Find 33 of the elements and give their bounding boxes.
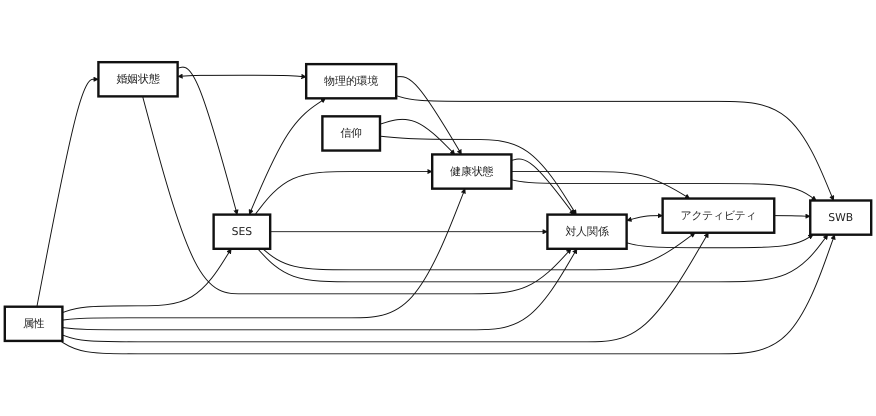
arrow xyxy=(62,232,709,342)
arrow xyxy=(36,76,99,308)
arrow xyxy=(510,158,574,215)
arrow xyxy=(626,234,814,248)
node-box: 婚姻状態 xyxy=(97,60,179,98)
arrow xyxy=(380,136,577,215)
arrow xyxy=(62,248,232,314)
arrow xyxy=(257,234,828,282)
arrow xyxy=(510,171,690,199)
arrow xyxy=(62,188,466,321)
arrow xyxy=(178,74,306,80)
node-box: SWB xyxy=(809,199,872,236)
arrow xyxy=(177,66,238,215)
arrow xyxy=(626,213,663,222)
arrow xyxy=(270,229,548,234)
arrow xyxy=(262,232,696,270)
node-box: 物理的環境 xyxy=(304,62,398,100)
node-box: 信仰 xyxy=(321,115,382,152)
node-box: 健康状態 xyxy=(431,153,513,190)
node-box: アクティビティ xyxy=(661,197,776,234)
node-box: 対人関係 xyxy=(546,213,628,250)
arrow xyxy=(248,98,326,215)
arrow xyxy=(510,179,817,201)
arrow xyxy=(380,118,456,155)
arrow xyxy=(396,95,834,201)
arrow xyxy=(254,168,432,216)
arrow xyxy=(60,234,836,354)
arrow xyxy=(774,214,810,219)
arrow xyxy=(396,76,462,155)
node-box: 属性 xyxy=(4,306,64,342)
node-box: SES xyxy=(212,213,272,250)
arrow xyxy=(142,96,572,294)
arrow xyxy=(62,248,578,330)
